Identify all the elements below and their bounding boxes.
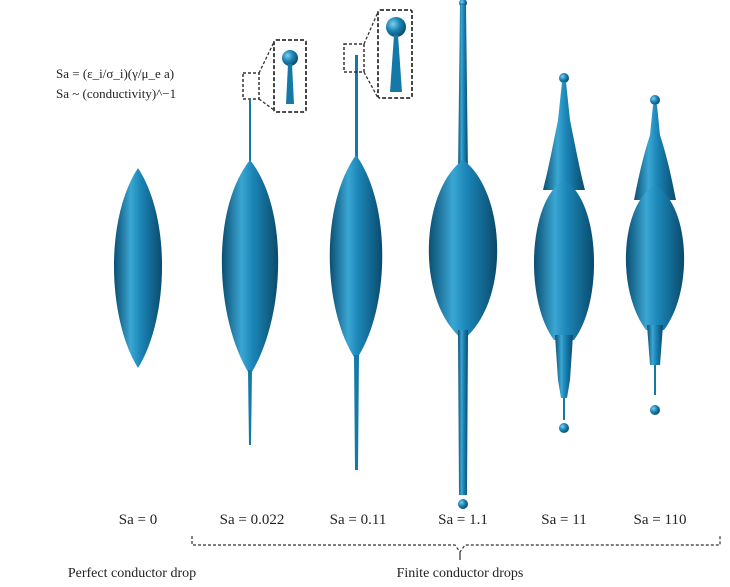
upper-jet (458, 5, 468, 175)
upper-thread (249, 100, 251, 170)
lower-jet (458, 330, 468, 495)
sa-label-110: Sa = 110 (633, 512, 687, 528)
finite-drops-brace (191, 536, 721, 554)
sa-label-0: Sa = 0 (118, 512, 158, 528)
lower-neck (555, 335, 573, 398)
bottom-bead (650, 405, 660, 415)
drop-sa-0-11 (329, 9, 413, 470)
drop-sa-110 (625, 95, 685, 415)
saville-number-equation: Sa = (ε_i/σ_i)(γ/μ_e a) (56, 66, 175, 81)
lower-neck (647, 325, 663, 365)
sa-label-11: Sa = 11 (541, 512, 587, 528)
top-bead (650, 95, 660, 105)
finite-conductor-caption: Finite conductor drops (396, 566, 524, 581)
drop-body (329, 155, 383, 360)
sa-label-1-1: Sa = 1.1 (438, 512, 488, 528)
inset-bead (282, 50, 298, 66)
top-bead (559, 73, 569, 83)
inset-small-box (242, 72, 260, 100)
lower-thread (563, 398, 565, 420)
inset-connector (363, 71, 379, 99)
lower-thread (654, 365, 656, 395)
drop-sa-0-022 (221, 39, 307, 445)
inset-connector (258, 98, 275, 111)
drop-sa-1-1 (428, 0, 498, 509)
perfect-conductor-caption: Perfect conductor drop (67, 566, 197, 581)
upper-neck (543, 82, 585, 190)
inset-small-box (343, 43, 365, 73)
drop-body (625, 185, 685, 330)
bottom-bead (458, 499, 468, 509)
inset-thread (390, 35, 402, 92)
lower-thread (354, 355, 359, 470)
upper-neck (634, 105, 676, 200)
drop-body (113, 168, 163, 368)
drop-body (428, 160, 498, 340)
bottom-bead (559, 423, 569, 433)
upper-thread (355, 55, 358, 165)
drop-body (221, 160, 279, 375)
drop-sa-11 (533, 73, 595, 433)
drop-sa-0 (113, 168, 163, 368)
drop-body (533, 180, 595, 340)
inset-connector (363, 11, 379, 45)
saville-conductivity-relation: Sa ~ (conductivity)^−1 (56, 86, 177, 101)
sa-label-0-022: Sa = 0.022 (219, 512, 285, 528)
inset-connector (258, 41, 275, 74)
inset-bead (386, 17, 406, 37)
inset-thread (286, 64, 294, 104)
sa-label-0-11: Sa = 0.11 (329, 512, 387, 528)
lower-thread (248, 370, 252, 445)
